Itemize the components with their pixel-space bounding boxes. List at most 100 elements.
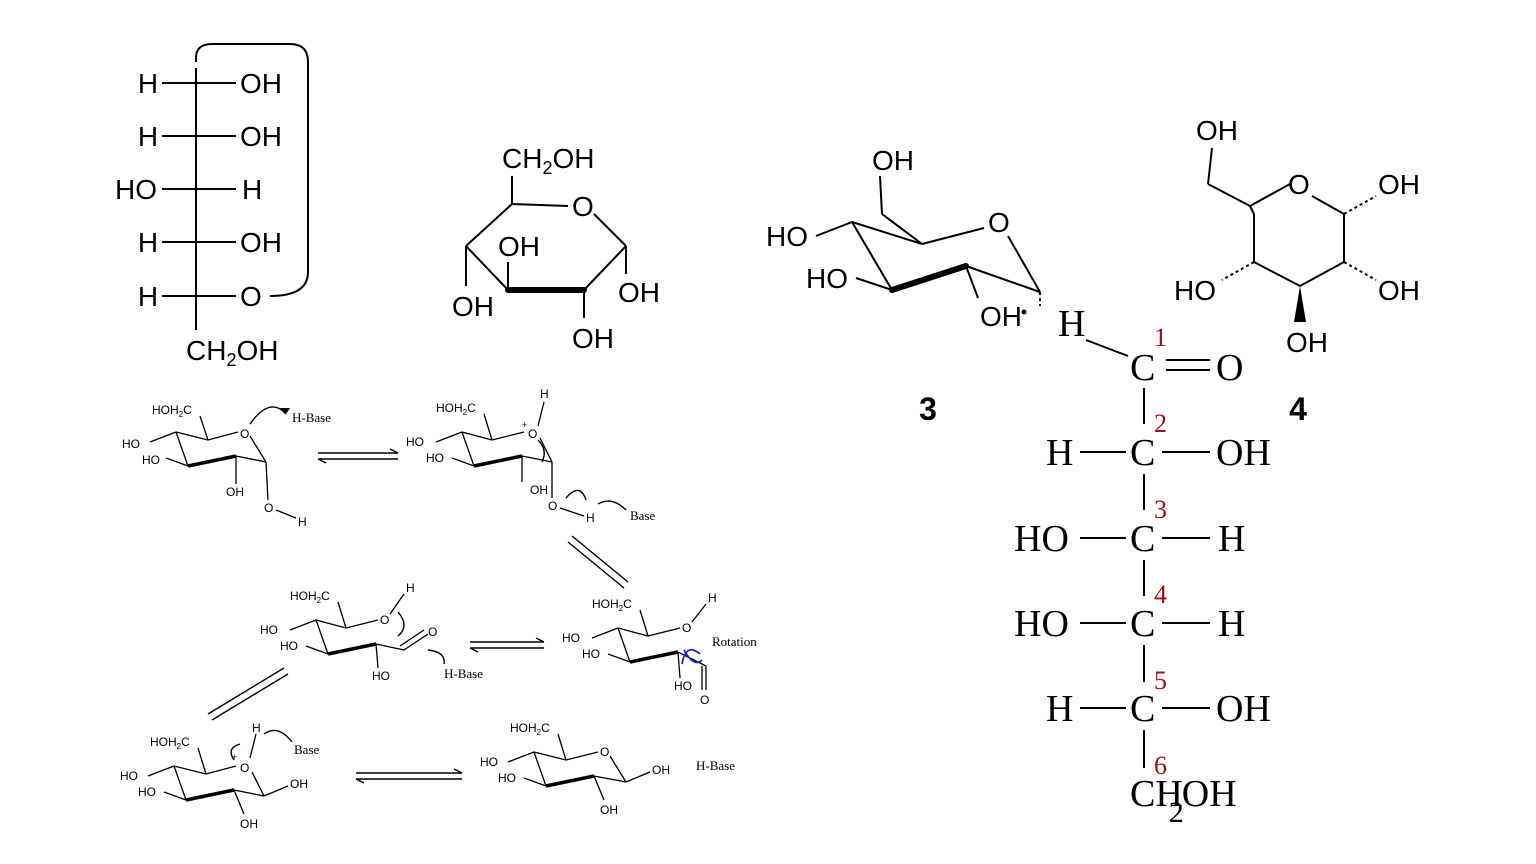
haworth-right-oh: OH bbox=[618, 277, 660, 308]
m2-plus: + bbox=[522, 420, 527, 430]
m5-ho-a: HO bbox=[120, 769, 138, 783]
m6-h-base: H-Base bbox=[696, 758, 735, 773]
m4-ho-c: HO bbox=[372, 669, 390, 683]
m2-ho-b: HO bbox=[426, 451, 444, 465]
m2-o-anomeric: O bbox=[548, 499, 557, 513]
m2-ring-o: O bbox=[528, 427, 537, 441]
carbon-number-3: 3 bbox=[1154, 495, 1167, 524]
m3-rotation-label: Rotation bbox=[712, 634, 757, 649]
c3-left: HO bbox=[1014, 518, 1069, 560]
chair3-label: 3 bbox=[919, 391, 937, 427]
fischer-row3-right: H bbox=[242, 174, 262, 205]
carbon-number-4: 4 bbox=[1154, 580, 1167, 609]
c3: C bbox=[1130, 518, 1155, 560]
m6-ho-b: HO bbox=[498, 771, 516, 785]
equilibrium-4 bbox=[207, 667, 289, 721]
m4-ho-a: HO bbox=[260, 623, 278, 637]
fischer-row1-left: H bbox=[138, 68, 158, 99]
m2-h: H bbox=[586, 511, 595, 525]
m4-curved-arrow-a bbox=[397, 611, 405, 637]
carbon-number-5: 5 bbox=[1154, 666, 1167, 695]
m6-oh-anomeric: OH bbox=[652, 763, 670, 777]
c2-left: H bbox=[1046, 432, 1073, 474]
m1-curved-arrow bbox=[249, 406, 287, 425]
c5-left: H bbox=[1046, 688, 1073, 730]
m5-hoh2c: HOH2C bbox=[150, 735, 190, 751]
fischer-bottom-ch: CH2OH bbox=[186, 335, 278, 370]
m2-curved-arrow-a bbox=[537, 439, 545, 463]
m3-carbonyl-o: O bbox=[700, 693, 709, 707]
fischer-row2-left: H bbox=[138, 121, 158, 152]
chair3-top-oh: OH bbox=[872, 145, 914, 176]
fischer-row4-right: OH bbox=[240, 227, 282, 258]
m3-ho-a: HO bbox=[562, 631, 580, 645]
carbon-numbers: 1 2 3 4 5 6 bbox=[1154, 323, 1167, 780]
fischer-ring-projection: H OH H OH HO H H OH H O CH2OH bbox=[115, 43, 309, 370]
m3-ho-c: HO bbox=[674, 679, 692, 693]
fischer-row5-left: H bbox=[138, 281, 158, 312]
chair4-bottom-oh: OH bbox=[1286, 327, 1328, 358]
c5-right: OH bbox=[1216, 688, 1271, 730]
equilibrium-2 bbox=[567, 535, 629, 589]
haworth-bottom-oh: OH bbox=[572, 323, 614, 354]
m5-plus: + bbox=[232, 752, 237, 762]
fischer-row2-right: OH bbox=[240, 121, 282, 152]
chair4-right-oh2: OH bbox=[1378, 275, 1420, 306]
m6-oh-bottom: OH bbox=[600, 803, 618, 817]
fischer-row4-left: H bbox=[138, 227, 158, 258]
open-chain-top-h: H bbox=[1058, 303, 1085, 345]
carbon-number-6: 6 bbox=[1154, 751, 1167, 780]
m4-curved-arrow-b bbox=[427, 649, 445, 665]
m5-curved-arrow-a bbox=[230, 743, 241, 761]
m5-base: Base bbox=[294, 742, 320, 757]
m1-ho-a: HO bbox=[122, 437, 140, 451]
c4-right: H bbox=[1218, 603, 1245, 645]
m2-h-top: H bbox=[540, 387, 549, 401]
m3-o: O bbox=[682, 621, 691, 635]
haworth-left-oh: OH bbox=[452, 291, 494, 322]
m3-ho-b: HO bbox=[582, 647, 600, 661]
rotation-arrow bbox=[681, 648, 701, 665]
m6-ring-o: O bbox=[600, 745, 609, 759]
mutarotation-mechanism: HOH2C O HO HO OH O H H-Base bbox=[120, 387, 757, 831]
mech-step1: HOH2C O HO HO OH O H H-Base bbox=[122, 403, 331, 529]
m6-ho-a: HO bbox=[480, 755, 498, 769]
mech-step3: HOH2C O H O HO HO HO Rotation bbox=[562, 591, 757, 707]
m4-h: H bbox=[406, 581, 415, 595]
equilibrium-1 bbox=[317, 448, 399, 464]
m3-hoh2c: HOH2C bbox=[592, 597, 632, 613]
chair4-label: 4 bbox=[1289, 391, 1307, 427]
m2-curved-arrow-b bbox=[565, 489, 587, 501]
m2-curved-arrow-c bbox=[597, 500, 627, 511]
m2-ho-a: HO bbox=[406, 435, 424, 449]
c6-ch2oh: CH2OH bbox=[1130, 773, 1237, 829]
carbon-number-2: 2 bbox=[1154, 409, 1167, 438]
c1: C bbox=[1130, 347, 1155, 389]
fischer-row1-right: OH bbox=[240, 68, 282, 99]
m3-h: H bbox=[708, 591, 717, 605]
m5-ring-o: O bbox=[240, 761, 249, 775]
mech-step5: HOH2C + O H OH HO HO OH Base bbox=[120, 721, 320, 831]
m4-ho-b: HO bbox=[280, 639, 298, 653]
carbon-number-1: 1 bbox=[1154, 323, 1167, 352]
fischer-row3-left: HO bbox=[115, 174, 157, 205]
chair3-ho-bottom: HO bbox=[806, 263, 848, 294]
c2: C bbox=[1130, 432, 1155, 474]
m1-h: H bbox=[298, 515, 307, 529]
m1-o-anomeric: O bbox=[264, 501, 273, 515]
fischer-row5-right: O bbox=[240, 281, 262, 312]
haworth-ring-o: O bbox=[572, 191, 594, 222]
chair4-ring-o: O bbox=[1288, 169, 1310, 200]
chair4-right-oh: OH bbox=[1378, 169, 1420, 200]
chair-structure-3: OH O HO HO OH 3 bbox=[766, 145, 1041, 427]
equilibrium-5 bbox=[355, 768, 463, 784]
m1-hoh2c: HOH2C bbox=[152, 403, 192, 419]
m5-h: H bbox=[252, 721, 261, 735]
c5: C bbox=[1130, 688, 1155, 730]
haworth-projection: CH2OH O OH OH OH OH bbox=[452, 143, 660, 354]
equilibrium-3 bbox=[469, 637, 545, 653]
m1-ring-o: O bbox=[240, 427, 249, 441]
c2-right: OH bbox=[1216, 432, 1271, 474]
